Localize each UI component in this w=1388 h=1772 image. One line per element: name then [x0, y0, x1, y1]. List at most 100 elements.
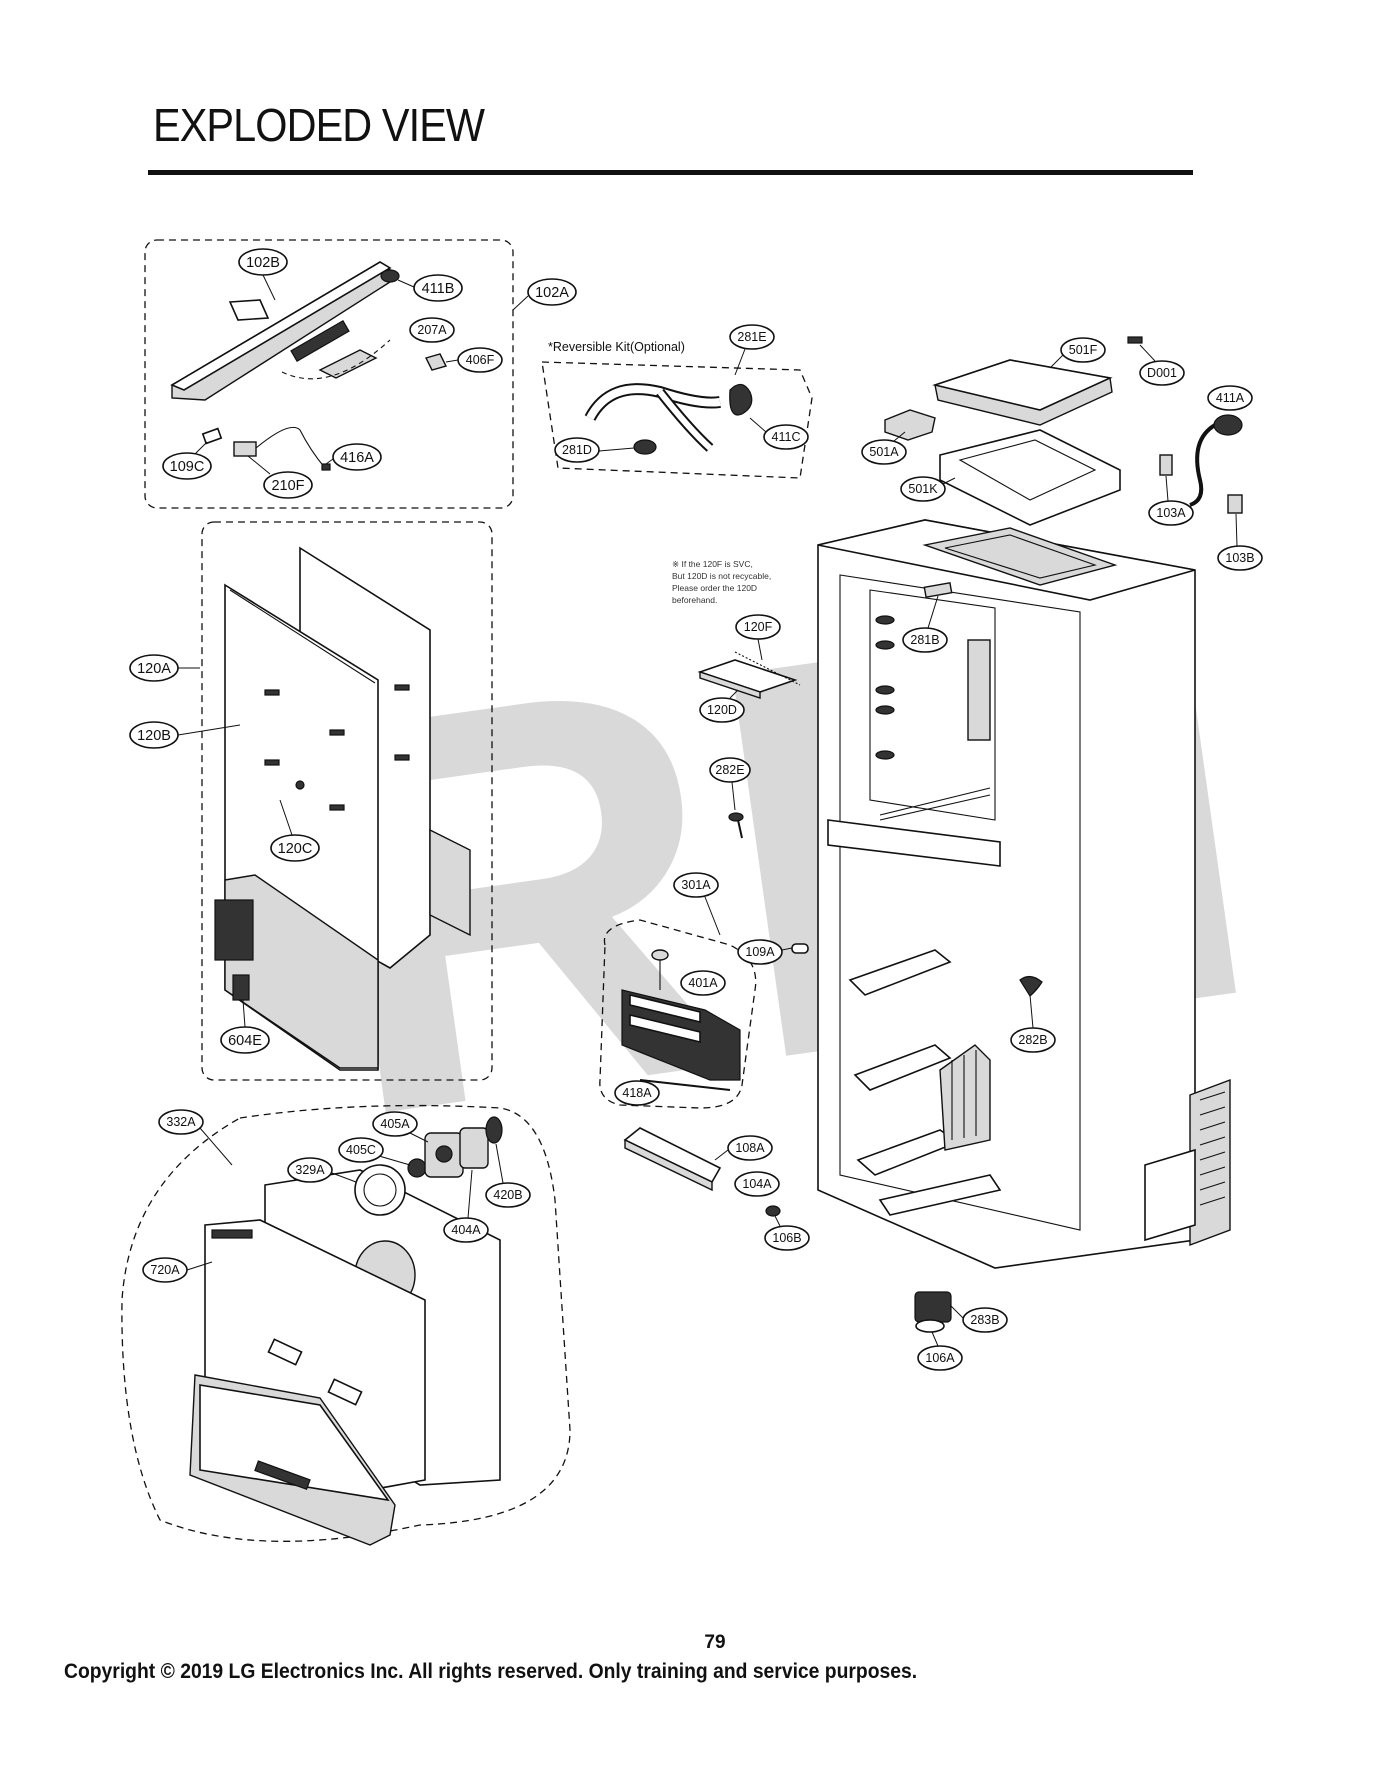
part-411C: [729, 383, 753, 416]
part-282E: [728, 812, 744, 822]
callout-120B-label: 120B: [137, 728, 171, 744]
callout-420B-label: 420B: [493, 1188, 522, 1202]
leader-102A: [512, 295, 529, 311]
callout-109A: [737, 939, 783, 965]
title-rule: [148, 170, 1193, 175]
svc-note-line-4: beforehand.: [672, 595, 717, 605]
part-102B-top: [170, 261, 392, 391]
part-103B: [1227, 494, 1243, 514]
callout-416A: [332, 443, 382, 471]
callout-401A: [680, 970, 726, 996]
leader-108A: [714, 1149, 729, 1161]
svc-note-line-2: But 120D is not recycable,: [672, 571, 771, 581]
cabinet: 281B 282B: [817, 519, 1231, 1269]
part-283B: [914, 1291, 952, 1323]
freezer-rail-middle: [853, 1044, 952, 1091]
leader-329A: [331, 1172, 357, 1183]
callout-418A: [614, 1080, 660, 1106]
part-418A-heater: [639, 1079, 731, 1091]
callout-120C: [270, 834, 320, 862]
callout-281B-label: 281B: [910, 633, 939, 647]
svc-note-line-3: Please order the 120D: [672, 583, 757, 593]
leader-109A: [781, 947, 793, 951]
part-103A: [1159, 454, 1173, 476]
part-405C: [407, 1158, 427, 1178]
assembly-120A: 120A 120B 120C 604E: [129, 521, 493, 1081]
callout-120A-label: 120A: [137, 661, 171, 677]
leader-501F: [1049, 354, 1064, 369]
callout-104A-label: 104A: [742, 1177, 772, 1191]
callout-120C-label: 120C: [278, 841, 313, 857]
callout-420B: [485, 1182, 531, 1208]
callout-501K: [900, 476, 946, 502]
assembly-332A: 332A 405A 405C 329A 420B 404A 720A: [121, 1104, 571, 1546]
reversible-kit: *Reversible Kit(Optional) 281E 281D 411C: [541, 324, 813, 479]
callout-207A-label: 207A: [417, 323, 447, 337]
callout-501F: [1060, 337, 1106, 363]
callout-120D-label: 120D: [707, 703, 737, 717]
callout-332A: [158, 1109, 204, 1135]
callout-501F-label: 501F: [1069, 343, 1098, 357]
leader-D001: [1139, 344, 1156, 362]
leader-405A: [409, 1132, 429, 1143]
part-416A-wire: [255, 426, 326, 469]
assembly-102A: 102B 411B 102A 207A 406F 109C 210F 416A: [144, 239, 577, 509]
callout-106B-label: 106B: [772, 1231, 801, 1245]
callout-108A-label: 108A: [735, 1141, 765, 1155]
callout-103B: [1217, 545, 1263, 571]
top-cover-parts: 501F D001 411A 501A 501K 103A 103B: [861, 336, 1263, 571]
leader-406F: [445, 359, 459, 363]
part-120A-bracket: [429, 828, 471, 937]
part-416A-plug: [321, 463, 331, 471]
leader-283B: [949, 1304, 964, 1319]
callout-501A-label: 501A: [869, 445, 899, 459]
group-box-301A: [599, 919, 757, 1109]
part-411B: [380, 269, 400, 283]
callout-281E: [729, 324, 775, 350]
callout-102A-label: 102A: [535, 285, 569, 301]
svc-note-group: ※ If the 120F is SVC, But 120D is not re…: [672, 559, 801, 839]
callout-282B-label: 282B: [1018, 1033, 1047, 1047]
leader-281B: [927, 595, 939, 629]
leader-332A: [199, 1127, 233, 1166]
panel-slots: [264, 684, 410, 811]
leader-120D: [729, 689, 739, 699]
callout-405A: [372, 1111, 418, 1137]
callout-501A: [861, 439, 907, 465]
lower-middle-parts: 108A 104A 106B 283B 106A: [623, 1127, 1008, 1371]
part-109A: [791, 943, 809, 954]
callout-404A: [443, 1217, 489, 1243]
leader-120F: [757, 638, 763, 661]
callout-405C: [338, 1137, 384, 1163]
part-501F-top: [932, 359, 1113, 411]
callout-106A: [917, 1345, 963, 1371]
callout-281E-label: 281E: [737, 330, 766, 344]
page-number: 79: [704, 1632, 726, 1653]
callout-109A-label: 109A: [745, 945, 775, 959]
callout-103B-label: 103B: [1225, 551, 1254, 565]
part-281B: [923, 582, 953, 598]
leader-720A: [186, 1261, 213, 1271]
part-120F-strip: [734, 651, 801, 686]
leader-281D: [598, 447, 635, 452]
callout-406F-label: 406F: [466, 353, 495, 367]
leader-103B: [1235, 513, 1238, 547]
part-411A-plug: [1213, 414, 1243, 436]
leader-404A: [467, 1169, 473, 1219]
part-207A-strip: [318, 349, 378, 379]
callout-411C: [763, 424, 809, 450]
part-282B: [1019, 975, 1043, 997]
callout-106B: [764, 1225, 810, 1251]
part-104A: [765, 1205, 781, 1217]
part-404A: [459, 1127, 489, 1169]
leader-109C: [194, 441, 208, 455]
leader-282E: [731, 781, 736, 811]
part-501A: [884, 409, 936, 441]
part-207A-pcb: [290, 319, 350, 363]
reversible-kit-note: *Reversible Kit(Optional): [548, 340, 685, 354]
leader-416A: [325, 458, 334, 465]
callout-281D-label: 281D: [562, 443, 592, 457]
callout-282E: [709, 757, 751, 783]
callout-108A: [727, 1135, 773, 1161]
callout-329A: [287, 1157, 333, 1183]
